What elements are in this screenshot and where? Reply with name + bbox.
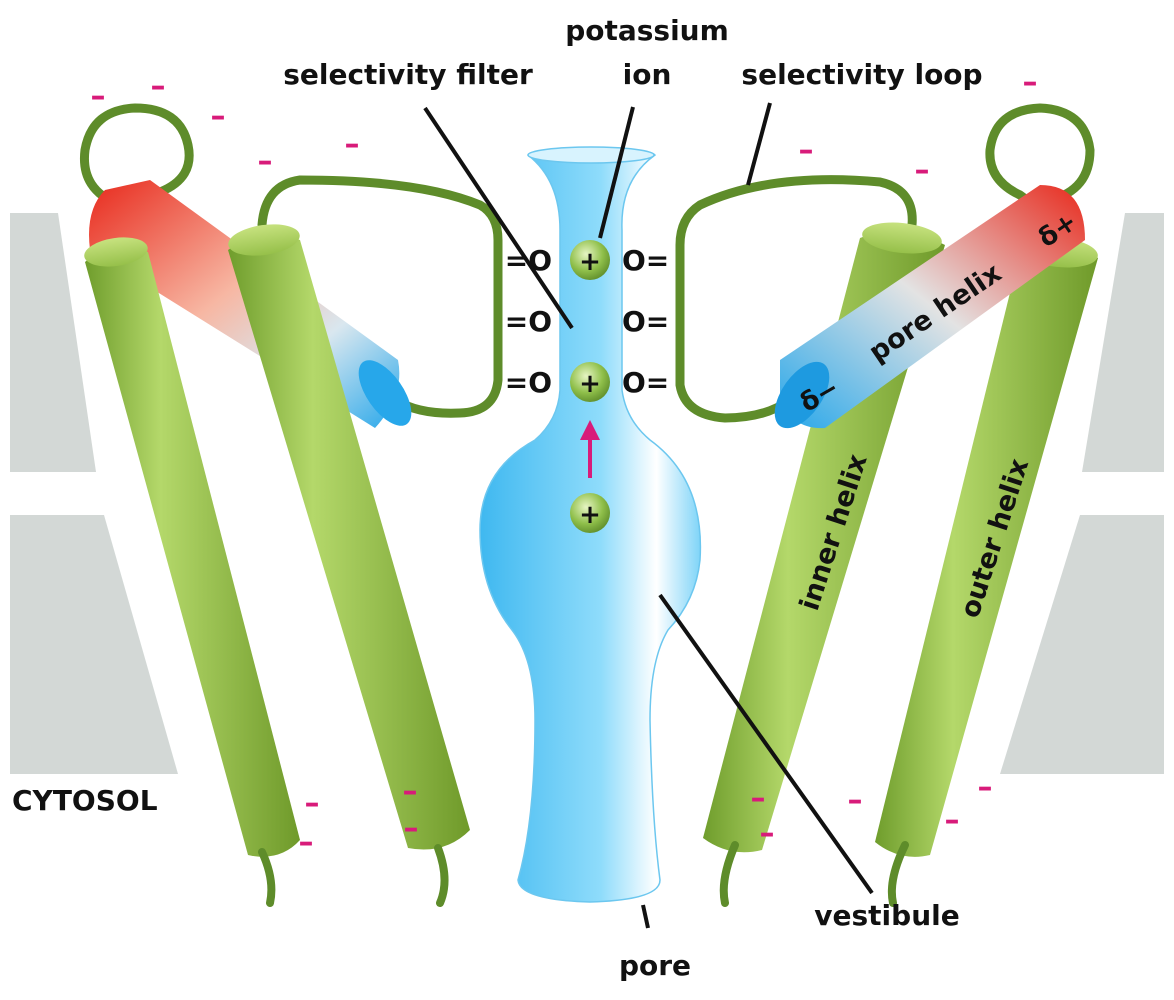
leader-selectivity-filter: [423, 106, 574, 330]
negative-charge: –: [848, 783, 863, 818]
outer-helix-left: [84, 237, 300, 857]
negative-charge: –: [345, 127, 360, 162]
leader-lines: [423, 102, 874, 929]
negative-charge: –: [403, 774, 418, 809]
label-pore: pore: [619, 949, 691, 982]
label-ion: ion: [623, 58, 672, 91]
carbonyl-right-3: O=: [622, 366, 669, 399]
tail-right-inner: [719, 841, 739, 907]
carbonyl-left-3: =O: [505, 366, 552, 399]
ion-plus-sign: +: [579, 247, 601, 277]
label-cytosol: CYTOSOL: [12, 784, 158, 817]
label-vestibule: vestibule: [814, 899, 959, 932]
membrane-block-left-lower: [10, 515, 178, 774]
negative-charge: –: [258, 144, 273, 179]
negative-charge: –: [799, 133, 814, 168]
inner-helix-right: [703, 222, 945, 853]
carbonyl-left-2: =O: [505, 305, 552, 338]
helix-top-loop-right: [985, 103, 1095, 230]
pore-helix-right: [774, 185, 1085, 429]
label-selectivity-loop: selectivity loop: [741, 58, 982, 91]
leader-potassium-ion: [598, 106, 635, 239]
membrane-block-right-lower: [1000, 515, 1164, 774]
negative-charge: –: [305, 786, 320, 821]
ion-plus-sign: +: [579, 369, 601, 399]
negative-charges: – – – – – – – – – – – – – – – – –: [91, 65, 1038, 860]
label-selectivity-filter: selectivity filter: [283, 58, 533, 91]
tail-right-outer: [887, 841, 909, 907]
ion-plus-sign: +: [579, 500, 601, 530]
tail-left-inner: [434, 844, 449, 907]
negative-charge: –: [211, 99, 226, 134]
ion-flow-arrow: [580, 420, 600, 478]
membrane-block-right-upper: [1082, 213, 1164, 472]
leader-vestibule: [658, 593, 874, 895]
selectivity-loop-right: [675, 175, 917, 423]
negative-charge: –: [945, 803, 960, 838]
potassium-ion-bottom: +: [570, 493, 610, 533]
potassium-ion-middle: +: [570, 362, 610, 402]
label-potassium: potassium: [565, 14, 729, 47]
negative-charge: –: [1023, 65, 1038, 100]
carbonyl-right-1: O=: [622, 244, 669, 277]
membrane: [10, 213, 1164, 774]
carbonyl-right-2: O=: [622, 305, 669, 338]
negative-charge: –: [299, 825, 314, 860]
tail-left-outer: [258, 848, 276, 907]
membrane-block-left-upper: [10, 213, 96, 472]
pore-rim: [527, 146, 655, 164]
negative-charge: –: [978, 770, 993, 805]
leader-selectivity-loop: [746, 102, 772, 186]
negative-charge: –: [404, 811, 419, 846]
potassium-ion-top: +: [570, 240, 610, 280]
negative-charge: –: [91, 79, 106, 114]
negative-charge: –: [151, 69, 166, 104]
leader-pore: [641, 904, 650, 929]
inner-helix-left: [228, 224, 470, 850]
negative-charge: –: [751, 781, 766, 816]
negative-charge: –: [760, 816, 775, 851]
negative-charge: –: [915, 153, 930, 188]
